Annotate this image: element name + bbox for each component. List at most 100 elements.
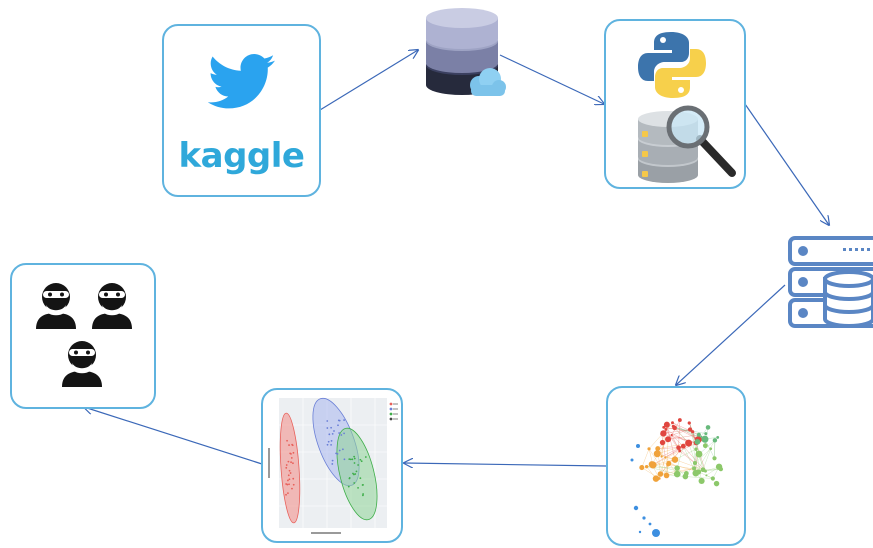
network-edge — [652, 450, 680, 466]
pca-point — [336, 453, 339, 455]
network-edge — [668, 434, 699, 440]
twitter-bird-icon — [208, 54, 275, 109]
pca-point — [353, 473, 355, 476]
pca-point — [353, 457, 356, 460]
pca-point — [326, 443, 329, 446]
pca-point — [288, 469, 291, 472]
network-edge — [672, 422, 699, 435]
pca-point — [353, 462, 356, 464]
network-node — [705, 474, 708, 477]
network-node — [671, 424, 675, 428]
network-node — [705, 425, 711, 430]
network-node — [665, 436, 672, 443]
pca-point — [285, 493, 287, 496]
network-edge — [678, 420, 681, 448]
network-edge — [651, 463, 687, 474]
pca-point — [348, 477, 351, 480]
network-node — [709, 447, 713, 451]
network-edge — [688, 443, 699, 472]
network-edge — [661, 456, 667, 476]
network-graph-icon — [630, 418, 724, 537]
network-edge — [641, 448, 650, 468]
pca-point — [326, 427, 329, 429]
pca-point — [290, 461, 292, 464]
network-node — [687, 427, 693, 432]
network-node — [663, 421, 670, 428]
magnifier-icon — [666, 105, 736, 177]
pca-legend — [389, 402, 398, 421]
anonymous-user-icon — [36, 283, 76, 329]
anonymous-user-icon — [92, 283, 132, 329]
network-node — [685, 439, 693, 447]
network-edge — [678, 447, 696, 464]
network-edge — [668, 463, 699, 473]
network-node — [713, 480, 720, 487]
pca-point — [341, 448, 344, 451]
network-edge — [666, 424, 676, 460]
network-node — [694, 439, 701, 445]
network-edge — [665, 429, 689, 444]
network-node — [701, 435, 709, 443]
pca-point — [355, 470, 358, 473]
network-edge — [685, 476, 713, 479]
pca-point — [287, 460, 290, 463]
network-node — [659, 439, 666, 446]
network-node — [674, 465, 680, 471]
network-node — [671, 421, 674, 425]
network-edge — [665, 429, 679, 448]
y-axis-label-placeholder — [268, 448, 270, 478]
network-node — [700, 435, 703, 438]
network-edge — [648, 422, 673, 449]
pca-point — [338, 432, 341, 434]
network-node — [630, 458, 634, 462]
network-edge — [666, 468, 695, 476]
cloud-icon — [470, 68, 506, 96]
pca-point — [287, 492, 289, 495]
network-edge — [692, 431, 696, 464]
network-node — [698, 477, 705, 485]
python-logo-icon — [638, 32, 706, 98]
pca-point — [353, 482, 356, 484]
network-node — [692, 460, 698, 466]
network-node — [639, 465, 645, 471]
pca-point — [354, 473, 357, 475]
pca-point — [362, 493, 365, 495]
pca-scatter-plot-icon — [268, 397, 398, 534]
network-edge — [665, 439, 699, 458]
pca-point — [289, 472, 292, 474]
network-node — [642, 516, 646, 520]
network-edge — [702, 448, 711, 470]
pca-point — [330, 443, 332, 446]
network-node — [696, 432, 701, 437]
network-node — [712, 438, 718, 443]
pca-point — [359, 458, 362, 461]
network-node — [670, 433, 673, 437]
pca-point — [331, 463, 334, 465]
network-node — [712, 456, 717, 461]
pca-point — [330, 439, 333, 442]
pca-point — [335, 452, 337, 455]
network-edge — [674, 448, 697, 460]
users-box — [10, 263, 156, 409]
network-edge — [663, 427, 693, 432]
pca-point — [292, 462, 294, 465]
pca-point — [286, 439, 288, 442]
network-edge — [671, 429, 691, 436]
anonymous-user-icon — [62, 341, 102, 387]
network-node — [638, 530, 642, 534]
pca-point — [349, 458, 352, 461]
network-node — [715, 463, 723, 470]
source-box: kaggle — [162, 24, 321, 197]
network-edge — [676, 446, 684, 469]
cluster-red-ellipse — [279, 412, 301, 524]
network-node — [702, 443, 708, 449]
network-node — [652, 529, 660, 537]
pca-point — [285, 464, 288, 466]
network-node — [703, 469, 707, 473]
network-node — [666, 460, 672, 466]
network-node — [653, 450, 661, 458]
network-node — [648, 461, 655, 468]
network-edge — [674, 459, 704, 470]
pca-point — [330, 426, 333, 429]
